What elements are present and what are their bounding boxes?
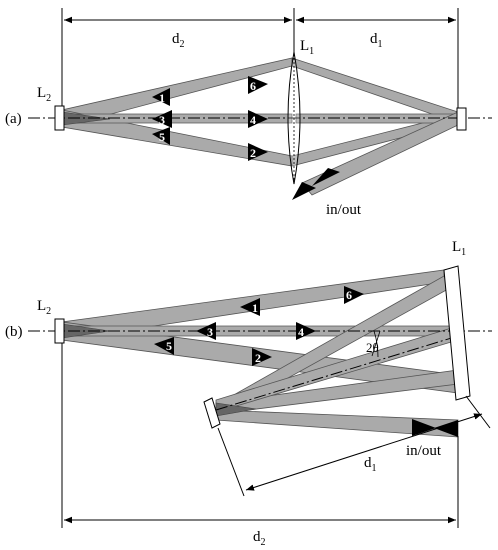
beam-marker-a-6 <box>248 76 268 94</box>
beam-a-upper-right <box>291 57 459 124</box>
mirror-l1-b <box>443 265 471 401</box>
beam-marker-b-1 <box>240 298 260 316</box>
beam-number-b-6: 6 <box>346 288 352 302</box>
l2-label-a: L2 <box>37 85 51 104</box>
d1-label-a: d1 <box>370 31 383 50</box>
beam-number-b-5: 5 <box>166 339 172 353</box>
panel-tag-b: (b) <box>5 324 23 340</box>
beam-marker-a-4 <box>248 110 268 128</box>
d2-label-b: d2 <box>253 529 266 548</box>
beam-marker-b-4 <box>296 322 316 340</box>
beam-marker-a-5 <box>152 127 170 145</box>
angle-arc-b <box>373 330 379 358</box>
beam-marker-a-2 <box>248 143 268 161</box>
beam-marker-b-6 <box>344 286 364 304</box>
tilted-axis-b <box>215 335 459 411</box>
panel-tag-a: (a) <box>5 111 22 127</box>
beam-number-b-1: 1 <box>252 301 258 315</box>
mirror-l2-a <box>54 105 65 131</box>
d2-label-a: d2 <box>172 31 185 50</box>
beam-number-b-4: 4 <box>298 325 304 339</box>
beam-marker-a-3 <box>152 110 172 128</box>
mirror-l2-b <box>54 318 65 344</box>
beam-number-a-2: 2 <box>250 146 256 160</box>
d1-tick-right-b <box>465 395 491 429</box>
d1-label-b: d1 <box>364 455 377 474</box>
inout-marker-a-2 <box>312 168 340 186</box>
d1-tick-left-b <box>217 427 245 497</box>
inout-marker-b-1 <box>412 419 436 436</box>
beam-marker-b-3 <box>196 322 216 340</box>
beam-number-a-6: 6 <box>250 79 256 93</box>
beam-number-a-1: 1 <box>159 91 165 105</box>
beam-number-a-4: 4 <box>250 113 256 127</box>
beam-number-a-5: 5 <box>159 130 165 144</box>
mirror-right-a <box>456 107 467 131</box>
beam-number-b-2: 2 <box>255 351 261 365</box>
l2-label-b: L2 <box>37 298 51 317</box>
inout-marker-a-1 <box>292 182 316 200</box>
beam-marker-b-5 <box>154 337 174 355</box>
l1-label-b: L1 <box>452 239 466 258</box>
mirror-small-b <box>203 397 221 429</box>
beam-number-a-3: 3 <box>159 113 165 127</box>
inout-label-a: in/out <box>326 202 362 218</box>
inout-marker-b-2 <box>434 420 458 437</box>
beam-number-b-3: 3 <box>207 325 213 339</box>
angle-leader-b <box>371 330 381 357</box>
beam-marker-a-1 <box>152 88 170 106</box>
angle-label-b: 2θ <box>366 340 379 355</box>
panel-b: 2θ d1 d2 1 2 3 4 5 6 (b) L2 L <box>5 239 492 548</box>
panel-a: d2 d1 1 2 3 4 5 6 (a) <box>5 8 492 218</box>
inout-label-b: in/out <box>406 443 442 459</box>
beam-marker-b-2 <box>252 348 272 366</box>
l1-label-a: L1 <box>300 38 314 57</box>
